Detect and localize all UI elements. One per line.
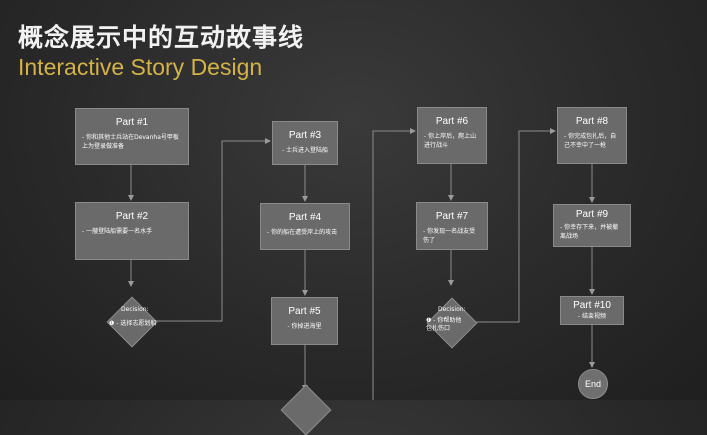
end-node: End	[578, 369, 608, 399]
node-title: Part #8	[575, 116, 609, 127]
node-title: Part #10	[573, 300, 611, 311]
decision-label: Decision:	[121, 306, 149, 313]
node-title: Part #7	[435, 211, 469, 222]
node-part-6: Part #6 - 你上岸后，爬上山进行战斗	[417, 107, 487, 164]
flow-connectors	[128, 128, 595, 400]
node-description: - 你和其他士兵站在Devanha号甲板上为登录做准备	[82, 134, 179, 150]
node-description: - 你掉进海里	[287, 323, 322, 330]
connector-d1-p3	[156, 138, 271, 322]
page-title: 概念展示中的互动故事线	[18, 23, 305, 52]
node-title: Part #1	[115, 117, 149, 128]
node-part-9: Part #9 - 你幸存下来，并被撤离战场	[553, 204, 631, 247]
node-title: Part #3	[288, 130, 322, 141]
node-description: - 士兵进入登陆船	[281, 147, 329, 154]
decision-label: Decision:	[438, 306, 466, 313]
node-part-5: Part #5 - 你掉进海里	[271, 297, 338, 345]
node-part-3: Part #3 - 士兵进入登陆船	[272, 121, 338, 165]
page-subtitle: Interactive Story Design	[18, 54, 263, 80]
node-description: - 你上岸后，爬上山进行战斗	[424, 133, 477, 149]
node-description: - 你发现一名战友受伤了	[423, 228, 476, 244]
node-description: - 结束视频	[577, 313, 607, 320]
node-part-8: Part #8 - 你完成包扎后，自己不幸中了一枪	[557, 107, 627, 164]
node-title: Part #9	[575, 209, 609, 220]
node-title: Part #6	[435, 116, 469, 127]
connector-to-p6	[372, 128, 416, 400]
node-title: Part #4	[288, 212, 322, 223]
node-part-1: Part #1 - 你和其他士兵站在Devanha号甲板上为登录做准备	[75, 108, 189, 165]
node-title: Part #5	[288, 306, 321, 317]
node-description: - 你幸存下来，并被撤离战场	[560, 224, 619, 240]
decision-option: ❶ - 选择志愿划船	[109, 320, 157, 327]
node-description: - 一艘登陆船需要一名水手	[82, 228, 153, 235]
node-part-10: Part #10 - 结束视频	[560, 296, 624, 325]
node-description: - 你的船在遭受岸上的攻击	[267, 229, 338, 236]
node-title: Part #2	[115, 211, 149, 222]
node-part-7: Part #7 - 你发现一名战友受伤了	[416, 202, 488, 250]
decision-option: ❶ - 你帮助他包扎伤口	[426, 317, 462, 332]
node-part-2: Part #2 - 一艘登陆船需要一名水手	[75, 202, 189, 260]
connector-d2-p8	[475, 128, 556, 323]
node-description: - 你完成包扎后，自己不幸中了一枪	[564, 133, 617, 149]
node-part-4: Part #4 - 你的船在遭受岸上的攻击	[260, 203, 350, 250]
